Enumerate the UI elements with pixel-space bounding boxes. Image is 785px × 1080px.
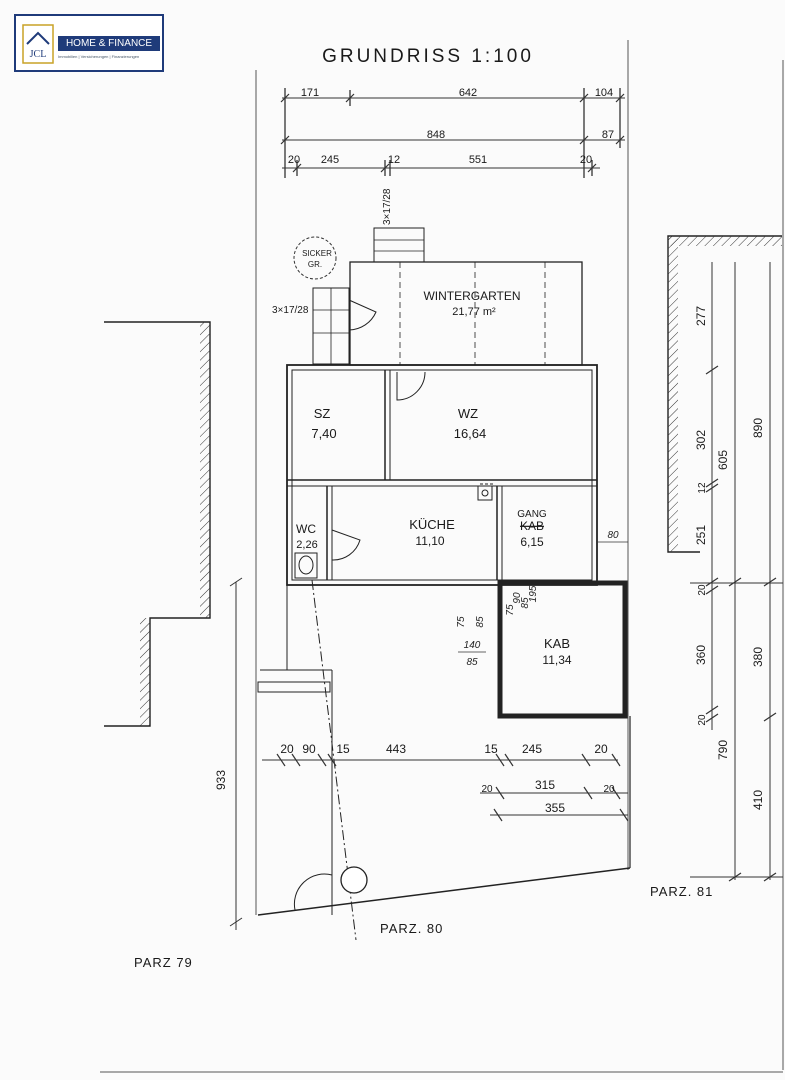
- opening-75: 75: [456, 616, 467, 628]
- opening-195: 195: [528, 585, 539, 602]
- room-gang-name: GANG: [517, 509, 547, 520]
- dim-mid-90: 90: [302, 742, 316, 756]
- room-kueche-area: 11,10: [415, 534, 444, 548]
- dim-kab-20a: 20: [481, 784, 493, 795]
- building-walls: [257, 227, 631, 916]
- room-wz-name: WZ: [458, 406, 478, 421]
- parcel-79: PARZ 79: [134, 955, 193, 970]
- dim-890: 890: [751, 418, 765, 438]
- dim-mid-15: 15: [336, 742, 350, 756]
- room-gang-sub: KAB: [520, 519, 544, 533]
- dim-kab-20b: 20: [603, 784, 615, 795]
- top-dimension-lines: [280, 88, 625, 178]
- dim-mid-15b: 15: [484, 742, 498, 756]
- left-dimension: [229, 577, 243, 930]
- dim-245: 245: [321, 154, 339, 166]
- dim-605: 605: [716, 450, 730, 470]
- logo-house-icon: JCL: [22, 24, 54, 64]
- room-wintergarten-area: 21,77 m²: [452, 306, 496, 318]
- opening-85b: 85: [466, 657, 478, 668]
- doors: [293, 299, 495, 911]
- dim-kab-315: 315: [535, 778, 555, 792]
- dim-20-right-b: 20: [697, 714, 708, 726]
- dim-20a: 20: [288, 154, 300, 166]
- dim-933: 933: [214, 770, 228, 790]
- dim-87: 87: [602, 129, 614, 141]
- room-wc-name: WC: [296, 522, 316, 536]
- room-sz-name: SZ: [314, 406, 331, 421]
- dim-171: 171: [301, 87, 319, 99]
- logo-name: HOME & FINANCE: [58, 36, 160, 51]
- right-dimension-lines: [690, 262, 783, 882]
- dim-mid-443: 443: [386, 742, 406, 756]
- dim-104: 104: [595, 87, 613, 99]
- room-wz-area: 16,64: [454, 426, 487, 441]
- stair-top-label: 3×17/28: [382, 188, 393, 225]
- dim-380: 380: [751, 647, 765, 667]
- room-kab-name: KAB: [544, 636, 570, 651]
- gang-width: 80: [607, 530, 619, 541]
- dim-277: 277: [694, 306, 708, 326]
- sickergrube-label-2: GR.: [308, 260, 322, 269]
- logo-letters: JCL: [30, 49, 47, 60]
- room-sz-area: 7,40: [311, 426, 336, 441]
- dim-20b: 20: [580, 154, 592, 166]
- parcel-81: PARZ. 81: [650, 884, 713, 899]
- room-gang-area: 6,15: [520, 535, 544, 549]
- dim-20-right: 20: [697, 584, 708, 596]
- dim-410: 410: [751, 790, 765, 810]
- sickergrube-label-1: SICKER: [302, 249, 332, 258]
- neighbor-building-right: [667, 235, 782, 553]
- opening-140: 140: [464, 640, 481, 651]
- wc-fixture: [294, 552, 318, 579]
- room-wintergarten-name: WINTERGARTEN: [423, 289, 520, 303]
- sickergrube: SICKER GR.: [293, 236, 337, 280]
- dim-551: 551: [469, 154, 487, 166]
- opening-90: 90: [512, 592, 523, 604]
- opening-85c: 85: [520, 597, 531, 609]
- dim-kab-355: 355: [545, 801, 565, 815]
- dim-mid-245: 245: [522, 742, 542, 756]
- dim-mid-20: 20: [280, 742, 294, 756]
- parcel-80: PARZ. 80: [380, 921, 443, 936]
- dim-302: 302: [694, 430, 708, 450]
- room-wc-area: 2,26: [296, 539, 317, 551]
- dim-mid-20b: 20: [594, 742, 608, 756]
- dim-790: 790: [716, 740, 730, 760]
- dim-12: 12: [388, 154, 400, 166]
- plan-title: GRUNDRISS 1:100: [322, 46, 534, 67]
- stair-left-label: 3×17/28: [272, 305, 309, 316]
- opening-85: 85: [475, 616, 486, 628]
- room-kab-area: 11,34: [542, 653, 571, 667]
- company-logo: JCL HOME & FINANCE Immobilien | Versiche…: [14, 14, 164, 72]
- room-kueche-name: KÜCHE: [409, 517, 455, 532]
- dim-251: 251: [694, 525, 708, 545]
- dim-12-right: 12: [697, 482, 708, 494]
- mid-dimension-lines: [262, 753, 629, 822]
- logo-tagline: Immobilien | Versicherungen | Finanzieru…: [58, 54, 140, 59]
- opening-75b: 75: [505, 604, 516, 616]
- dim-848: 848: [427, 129, 445, 141]
- neighbor-building-left: [104, 321, 211, 727]
- dim-360: 360: [694, 645, 708, 665]
- dim-642: 642: [459, 87, 477, 99]
